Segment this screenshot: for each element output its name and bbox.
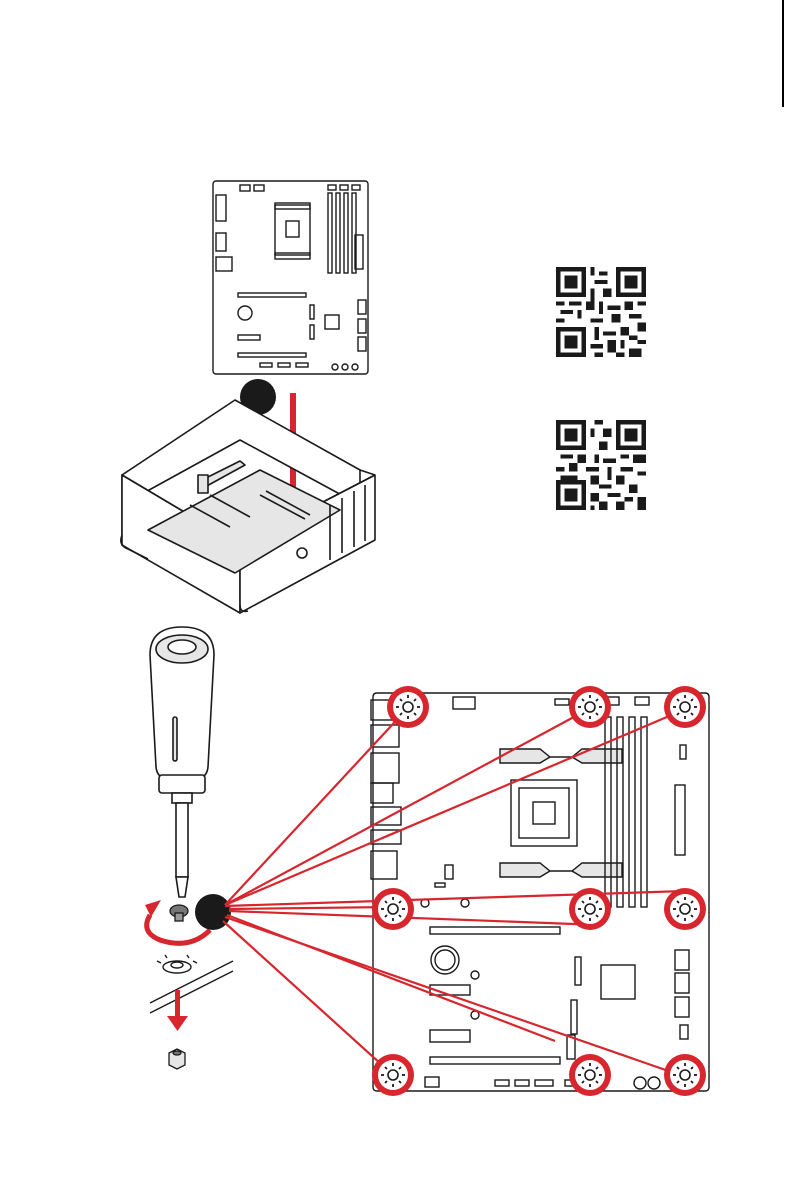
screw-hole-top-left	[387, 686, 429, 728]
screw-hole-center	[569, 888, 611, 930]
screw-hole-bottom-left	[372, 1054, 414, 1096]
screw-hole-bottom-right	[664, 1054, 706, 1096]
screw-hole-top-right	[664, 686, 706, 728]
standoff-icon	[169, 1049, 185, 1069]
page-edge-rule	[782, 0, 784, 107]
screw-hole-middle-right	[664, 888, 706, 930]
qr-code-top	[556, 267, 646, 357]
screw-hole-bottom-middle	[569, 1054, 611, 1096]
secure-motherboard-screws-illustration	[135, 625, 725, 1100]
screw-hole-middle-left	[372, 888, 414, 930]
install-motherboard-into-case-illustration	[110, 175, 390, 615]
pc-case-illustration	[121, 400, 375, 613]
standoff-hole-icon	[157, 955, 197, 973]
standoff-down-arrow	[167, 990, 188, 1031]
motherboard-top-view	[213, 181, 368, 374]
screwdriver-icon	[150, 627, 214, 897]
qr-code-bottom	[556, 420, 646, 510]
screw-icon	[170, 905, 188, 921]
board-edge-lines	[150, 961, 233, 1013]
screw-hole-top-middle	[569, 686, 611, 728]
